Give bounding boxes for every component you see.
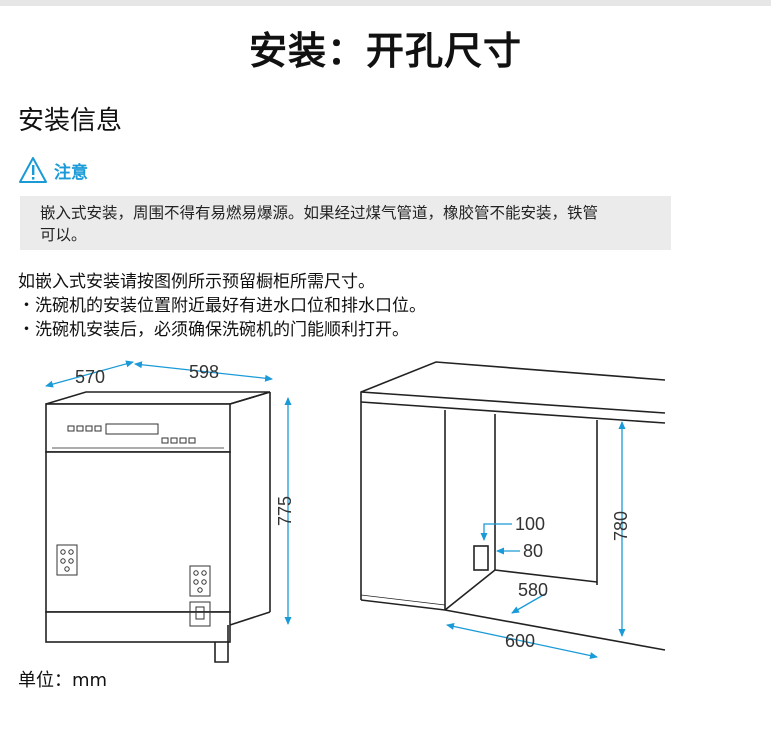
cabinet-drawing <box>360 361 666 651</box>
dim-pipe-80: 80 <box>523 541 543 561</box>
dishwasher-drawing <box>45 391 271 663</box>
warning-icon <box>19 157 47 183</box>
dim-depth-570: 570 <box>75 367 105 387</box>
notice-label: 注意 <box>54 162 88 183</box>
page-title: 安装：开孔尺寸 <box>248 29 522 73</box>
unit-label: 单位：mm <box>18 670 108 691</box>
control-panel <box>67 423 196 444</box>
instruction-line: 如嵌入式安装请按图例所示预留橱柜所需尺寸。 <box>18 272 375 292</box>
notice-text-line1: 嵌入式安装，周围不得有易燃易爆源。如果经过煤气管道，橡胶管不能安装，铁管 <box>40 204 599 222</box>
notice-header: 注意 <box>18 156 88 184</box>
dim-height-780: 780 <box>611 511 631 541</box>
dim-depth-580: 580 <box>518 580 548 600</box>
dimension-lines-cabinet <box>446 421 626 659</box>
rating-labels <box>56 544 211 627</box>
dim-height-775: 775 <box>275 496 295 526</box>
notice-box: 嵌入式安装，周围不得有易燃易爆源。如果经过煤气管道，橡胶管不能安装，铁管 可以。 <box>20 196 671 250</box>
instructions: 如嵌入式安装请按图例所示预留橱柜所需尺寸。 ・洗碗机的安装位置附近最好有进水口位… <box>18 270 426 342</box>
dimension-lines-dishwasher <box>45 360 292 625</box>
dim-pipe-100: 100 <box>515 514 545 534</box>
dim-width-598: 598 <box>189 362 219 382</box>
notice-text-line2: 可以。 <box>40 226 87 244</box>
instruction-bullet: ・洗碗机安装后，必须确保洗碗机的门能顺利打开。 <box>18 320 409 340</box>
section-title: 安装信息 <box>18 106 123 136</box>
dim-width-600: 600 <box>505 631 535 651</box>
instruction-bullet: ・洗碗机的安装位置附近最好有进水口位和排水口位。 <box>18 296 426 316</box>
top-bar <box>0 0 771 6</box>
installation-diagram: 570 598 775 100 80 580 600 780 <box>45 360 666 663</box>
